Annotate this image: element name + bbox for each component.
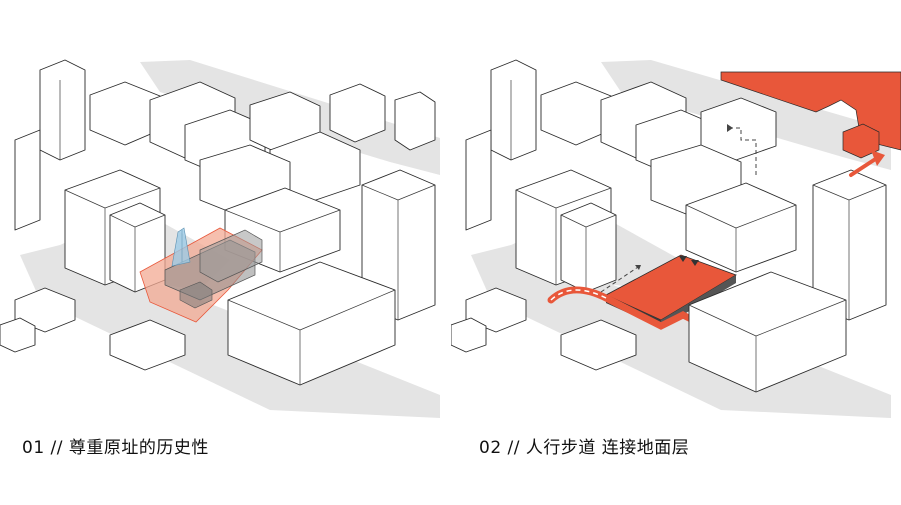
axonometric-drawing-1 (0, 59, 440, 418)
mid-building (685, 182, 797, 273)
axonometric-drawing-2 (451, 59, 901, 418)
connection-arrow (849, 156, 879, 177)
foreground-building (688, 271, 847, 393)
church-spire (171, 227, 191, 267)
left-building-cluster (515, 169, 617, 293)
panel-caption: 01 // 尊重原址的历史性 (22, 438, 209, 458)
diagram-panel-1: 01 // 尊重原址的历史性 (0, 0, 450, 505)
front-left-blocks (451, 287, 637, 371)
front-left-blocks (0, 287, 186, 371)
arrow-marker (679, 256, 687, 262)
route-arrows (600, 124, 757, 293)
diagram-panel-2: 02 // 人行步道 连接地面层 (451, 0, 901, 505)
highlighted-block-top (720, 71, 901, 159)
background-buildings (465, 59, 777, 231)
foreground-building (227, 261, 396, 386)
historic-building-ghost (164, 227, 263, 309)
arrow-marker (691, 260, 699, 266)
panel-caption: 02 // 人行步道 连接地面层 (479, 438, 690, 458)
